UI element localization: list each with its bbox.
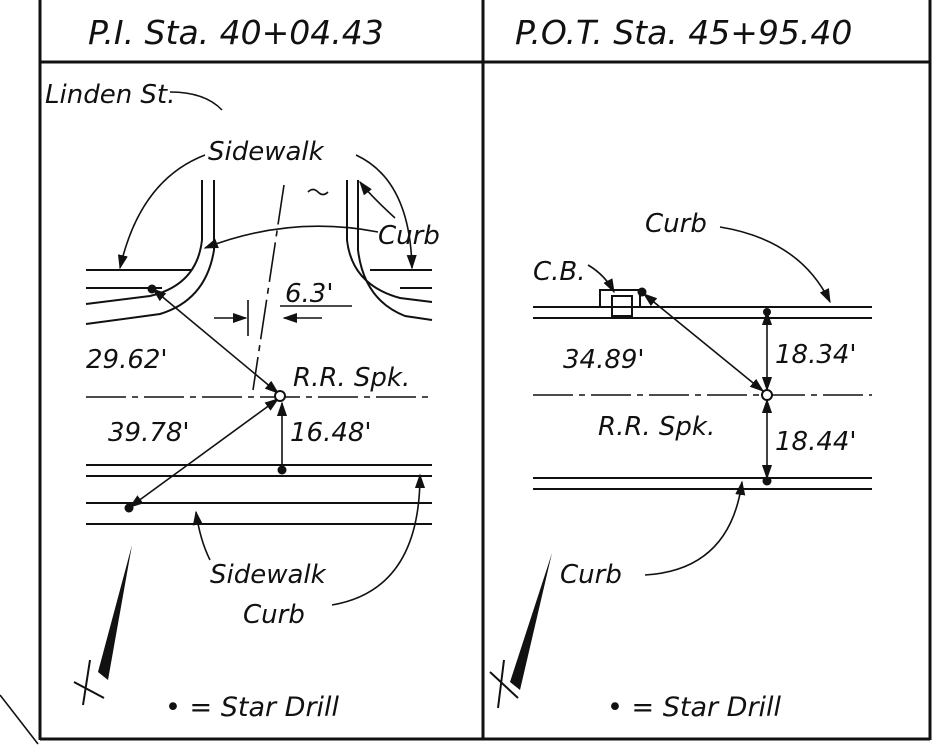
leader-curb-arc <box>203 225 379 249</box>
leader-curb-top-right <box>719 226 831 304</box>
tie-line-39-78 <box>128 398 280 508</box>
star-drill-point <box>762 476 772 486</box>
leader-sidewalk-left <box>117 154 206 270</box>
leader-sidewalk-right <box>355 154 417 270</box>
dim-16-48-label: 16.48' <box>290 418 372 448</box>
leader-curb-top <box>359 180 396 219</box>
sidewalk-top-label: Sidewalk <box>208 137 325 167</box>
cb-label: C.B. <box>533 257 586 287</box>
right-street-lines <box>533 306 872 490</box>
curb-bottom-label-right: Curb <box>560 560 622 590</box>
tie-39-78-label: 39.78' <box>108 418 190 448</box>
linden-st-label: Linden St. <box>45 80 175 110</box>
star-drill-point <box>637 287 647 297</box>
tie-29-62-label: 29.62' <box>86 345 168 375</box>
squiggle <box>307 188 329 196</box>
sidewalk-bottom-label: Sidewalk <box>210 560 327 590</box>
rr-spike-point <box>274 390 286 402</box>
tie-34-89-label: 34.89' <box>563 345 645 375</box>
tie-line-34-89 <box>642 293 765 392</box>
right-panel: Curb C.B. 34.89' 18.34' R.R. Spk. 18.44'… <box>489 209 872 723</box>
star-drill-point <box>277 465 287 475</box>
star-drill-point <box>124 503 134 513</box>
rr-spike-point <box>761 389 773 401</box>
leader-sidewalk-bottom <box>192 510 211 561</box>
star-drill-point <box>147 284 157 294</box>
dim-18-44-label: 18.44' <box>775 427 857 457</box>
left-street-lines <box>86 269 432 525</box>
offset-dimension <box>214 300 352 336</box>
rr-spike-label-right: R.R. Spk. <box>598 412 715 442</box>
star-drill-legend-right: • = Star Drill <box>607 692 782 723</box>
leader-curb-bottom-right <box>644 480 746 576</box>
star-drill-point <box>763 308 771 316</box>
tie-line-29-62 <box>151 288 280 394</box>
leader-curb-bottom <box>331 473 426 606</box>
right-panel-header: P.O.T. Sta. 45+95.40 <box>515 13 852 52</box>
leader-cb <box>587 264 615 294</box>
left-panel: Linden St. Sidewalk Curb 6.3' 29.62' R.R… <box>45 80 440 723</box>
curb-top-label: Curb <box>378 221 440 251</box>
north-arrow-icon <box>73 545 132 706</box>
rr-spike-label: R.R. Spk. <box>293 363 410 393</box>
offset-label: 6.3' <box>285 279 334 309</box>
catch-basin-icon <box>580 289 641 317</box>
leader-linden-st <box>169 91 223 111</box>
left-panel-header: P.I. Sta. 40+04.43 <box>88 13 384 52</box>
curb-bottom-label: Curb <box>243 600 305 630</box>
star-drill-legend: • = Star Drill <box>165 692 340 723</box>
curb-top-label-right: Curb <box>645 209 707 239</box>
north-arrow-icon <box>489 553 552 709</box>
dim-18-34-label: 18.34' <box>775 340 857 370</box>
